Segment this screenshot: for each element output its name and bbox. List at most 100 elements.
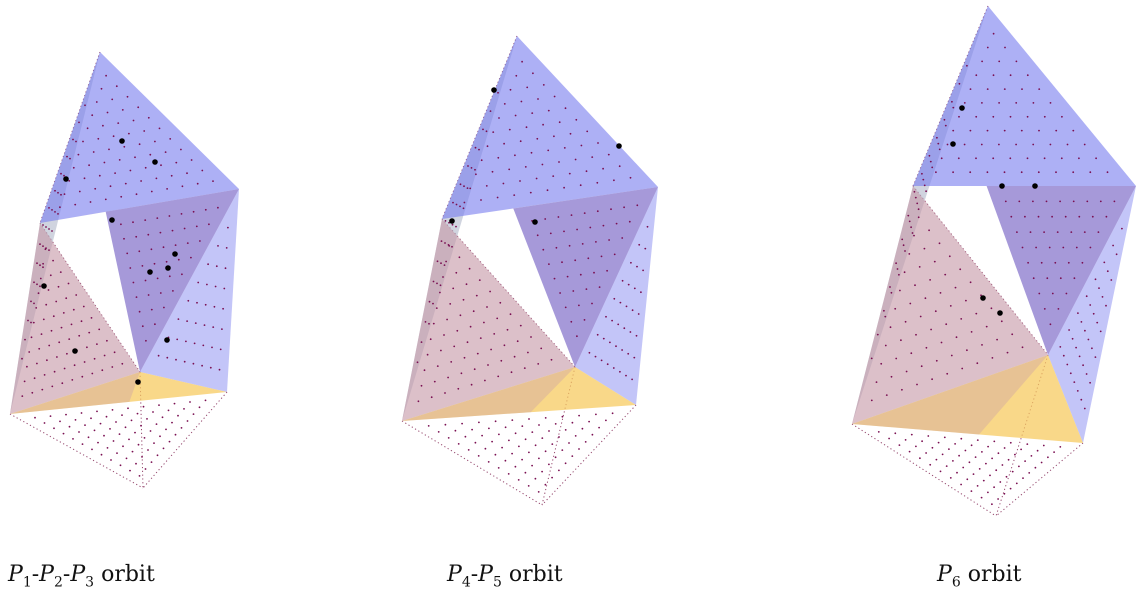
lattice-point bbox=[103, 434, 105, 437]
lattice-point bbox=[494, 453, 497, 456]
caption-variable: P bbox=[8, 562, 23, 587]
lattice-point bbox=[156, 217, 159, 220]
lattice-point bbox=[584, 441, 587, 443]
lattice-point bbox=[923, 184, 926, 187]
lattice-point bbox=[154, 323, 156, 326]
lattice-point bbox=[144, 166, 147, 169]
lattice-point bbox=[155, 423, 158, 425]
lattice-point bbox=[38, 347, 41, 350]
lattice-point bbox=[136, 412, 139, 415]
lattice-point bbox=[581, 427, 584, 430]
polytope-face-front bbox=[10, 223, 140, 414]
lattice-point bbox=[98, 328, 101, 331]
lattice-point bbox=[880, 362, 883, 365]
lattice-point bbox=[1095, 157, 1097, 160]
lattice-point bbox=[1026, 115, 1029, 118]
lattice-point bbox=[525, 126, 528, 129]
lattice-point bbox=[1115, 253, 1118, 256]
lattice-point bbox=[1059, 446, 1062, 448]
lattice-point bbox=[65, 413, 67, 416]
lattice-point bbox=[48, 228, 50, 230]
lattice-point bbox=[914, 196, 917, 199]
lattice-point bbox=[1004, 200, 1007, 203]
lattice-point bbox=[997, 452, 1000, 455]
lattice-point bbox=[939, 470, 942, 473]
lattice-point bbox=[33, 281, 35, 284]
lattice-point bbox=[498, 117, 500, 119]
lattice-point bbox=[168, 275, 171, 278]
lattice-point bbox=[135, 193, 138, 196]
lattice-point bbox=[156, 277, 159, 280]
lattice-point bbox=[36, 283, 38, 286]
lattice-point bbox=[993, 440, 996, 443]
lattice-point bbox=[918, 266, 921, 268]
lattice-point bbox=[541, 470, 543, 473]
lattice-point bbox=[429, 338, 432, 341]
lattice-point bbox=[621, 279, 624, 282]
lattice-point bbox=[159, 435, 161, 438]
lattice-point bbox=[80, 320, 83, 323]
lattice-point bbox=[75, 294, 78, 296]
lattice-point bbox=[445, 260, 447, 263]
lattice-point bbox=[86, 346, 88, 349]
lattice-point bbox=[485, 185, 488, 187]
lattice-point bbox=[561, 415, 564, 418]
lattice-point bbox=[432, 322, 435, 325]
lattice-point bbox=[196, 301, 198, 304]
lattice-point bbox=[526, 86, 529, 89]
lattice-point bbox=[597, 142, 599, 144]
lattice-point bbox=[1020, 171, 1023, 174]
lattice-point bbox=[889, 286, 891, 288]
lattice-point bbox=[427, 425, 430, 427]
lattice-point bbox=[497, 91, 499, 94]
lattice-point bbox=[106, 447, 109, 449]
lattice-point bbox=[130, 419, 133, 422]
lattice-point bbox=[574, 435, 577, 437]
lattice-point bbox=[637, 313, 640, 315]
lattice-point bbox=[500, 359, 503, 362]
lattice-point bbox=[1053, 451, 1055, 453]
lattice-point bbox=[884, 344, 887, 347]
lattice-point bbox=[1010, 215, 1013, 218]
lattice-point bbox=[610, 208, 612, 211]
lattice-point bbox=[150, 308, 153, 311]
lattice-point bbox=[454, 429, 457, 432]
lattice-point bbox=[598, 286, 601, 288]
lattice-point bbox=[561, 449, 564, 451]
lattice-point bbox=[542, 123, 544, 126]
lattice-point bbox=[519, 324, 522, 327]
lattice-point bbox=[503, 103, 506, 105]
lattice-point bbox=[1009, 487, 1012, 490]
lattice-point bbox=[958, 115, 960, 118]
lattice-point bbox=[965, 299, 967, 302]
lattice-point bbox=[169, 138, 172, 140]
lattice-point bbox=[168, 215, 171, 217]
lattice-point bbox=[58, 341, 61, 344]
polytope-face-bottom-overlay bbox=[10, 372, 140, 414]
lattice-point bbox=[491, 170, 494, 173]
lattice-point bbox=[91, 448, 93, 451]
lattice-point bbox=[50, 329, 53, 332]
lattice-point bbox=[143, 437, 146, 439]
lattice-point bbox=[123, 145, 126, 148]
wireframe-edge bbox=[995, 442, 1084, 517]
polytope-face-inner bbox=[105, 189, 239, 372]
lattice-point bbox=[986, 88, 989, 90]
lattice-point bbox=[202, 344, 205, 347]
lattice-point bbox=[923, 247, 926, 250]
wireframe-edge bbox=[851, 423, 997, 517]
lattice-point bbox=[1022, 477, 1024, 479]
lattice-point bbox=[153, 442, 155, 444]
lattice-point bbox=[1014, 453, 1016, 456]
orbit-point bbox=[152, 159, 158, 165]
lattice-point bbox=[520, 100, 523, 103]
lattice-point bbox=[482, 128, 484, 131]
lattice-point bbox=[78, 334, 81, 337]
lattice-point bbox=[478, 421, 480, 424]
lattice-point bbox=[121, 109, 124, 111]
lattice-point bbox=[1006, 351, 1009, 354]
lattice-point bbox=[513, 194, 516, 197]
lattice-point bbox=[483, 321, 485, 324]
lattice-point bbox=[888, 437, 890, 440]
caption-p4-p5-orbit: P4-P5 orbit bbox=[447, 562, 563, 590]
